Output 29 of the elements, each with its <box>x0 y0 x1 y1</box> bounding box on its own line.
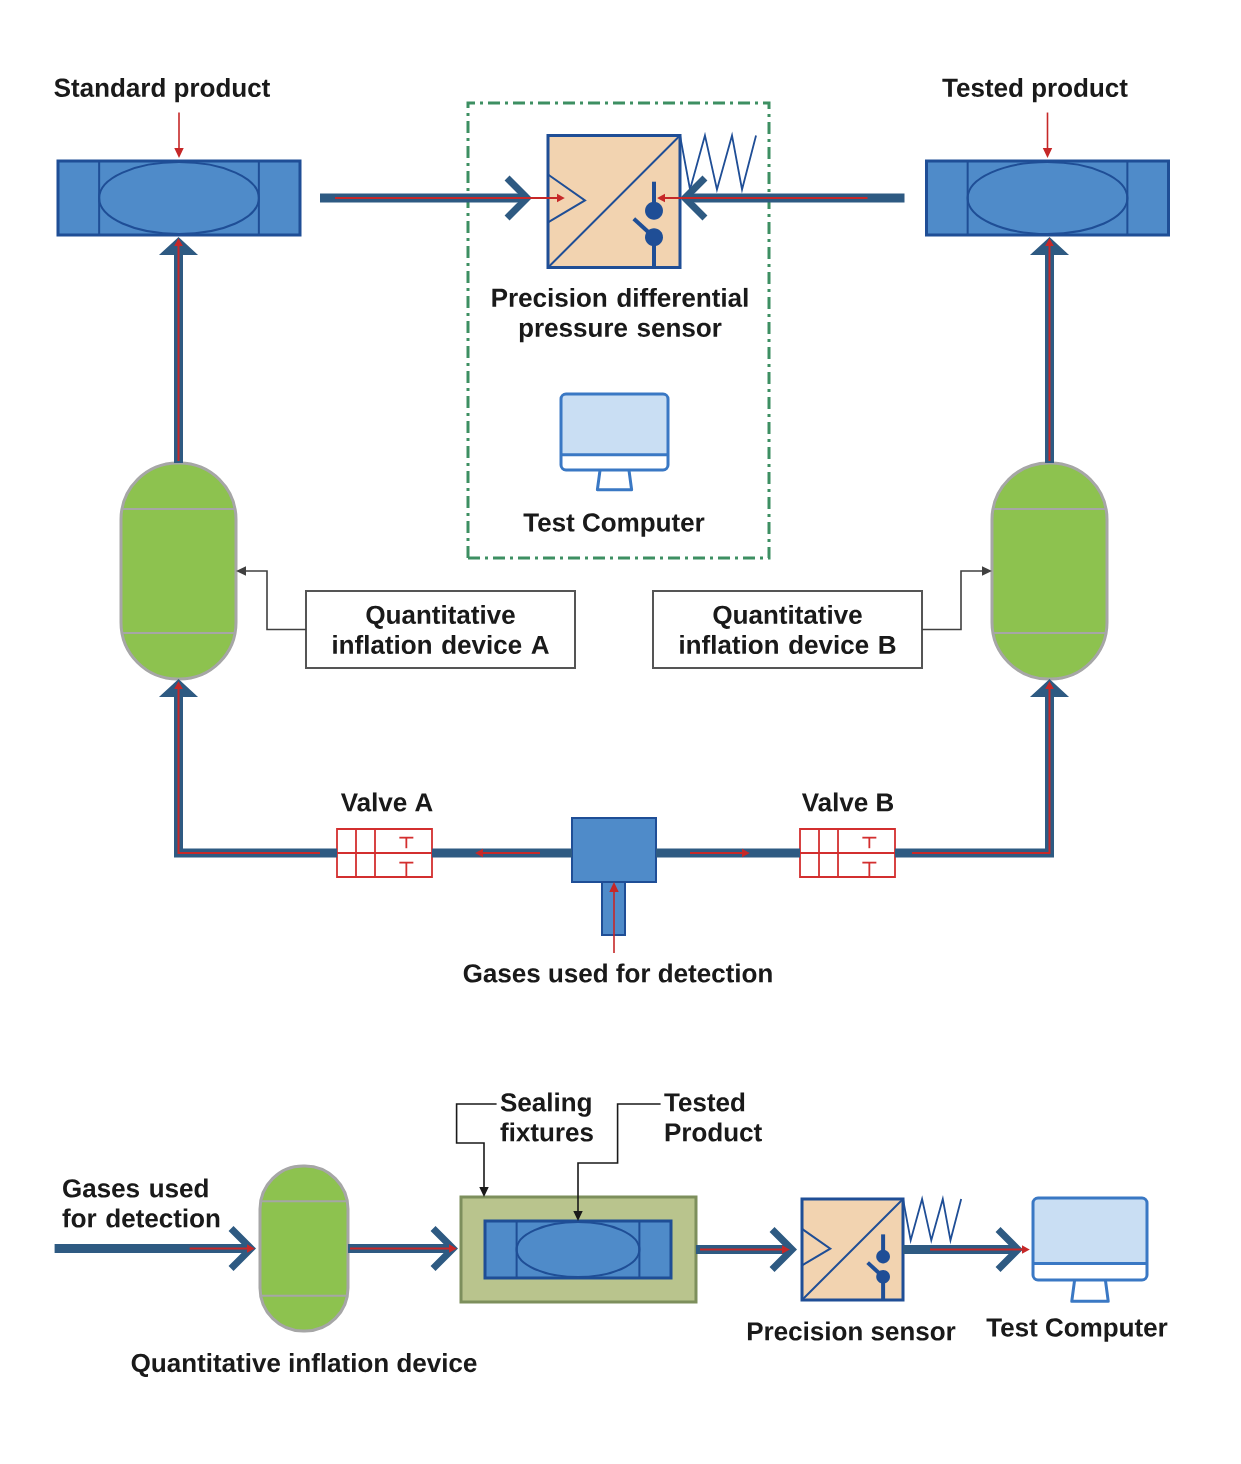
computer-label: Test Computer <box>523 513 705 537</box>
valve-label: Valve A <box>340 792 433 812</box>
gas-tank <box>119 461 238 681</box>
pipe-arrow <box>696 1227 797 1272</box>
sensor-label: Precision differential pressure sensor <box>492 287 748 343</box>
product-block <box>925 159 1170 237</box>
label-box: Quantitative inflation device A <box>305 590 576 669</box>
manifold-block <box>571 817 657 936</box>
inlet-label: Gases used for detection <box>62 1178 220 1228</box>
device-label: Quantitative inflation device <box>131 1353 477 1377</box>
pipe-arrow <box>903 1227 1023 1272</box>
callout-label: Tested product <box>942 77 1128 103</box>
valve-label: Valve B <box>801 792 894 812</box>
sensor-label: Precision sensor <box>747 1321 956 1341</box>
gas-tank <box>990 461 1109 681</box>
callout-label: Sealing fixtures <box>500 1092 593 1142</box>
pipe-arrow <box>348 1226 458 1271</box>
label-box: Quantitative inflation device B <box>652 590 923 669</box>
callout-label: Standard product <box>54 77 270 103</box>
pipe-arrow <box>680 175 905 221</box>
pipe-arrow <box>54 1226 256 1271</box>
pipe-arrow <box>320 175 532 221</box>
inlet-label: Gases used for detection <box>463 963 772 983</box>
pipe-arrow <box>159 679 337 858</box>
dashed-frame <box>466 101 771 560</box>
product-block <box>56 159 302 237</box>
computer-label: Test Computer <box>986 1318 1168 1342</box>
callout-label: Tested Product <box>664 1092 762 1142</box>
product-block <box>483 1219 673 1280</box>
